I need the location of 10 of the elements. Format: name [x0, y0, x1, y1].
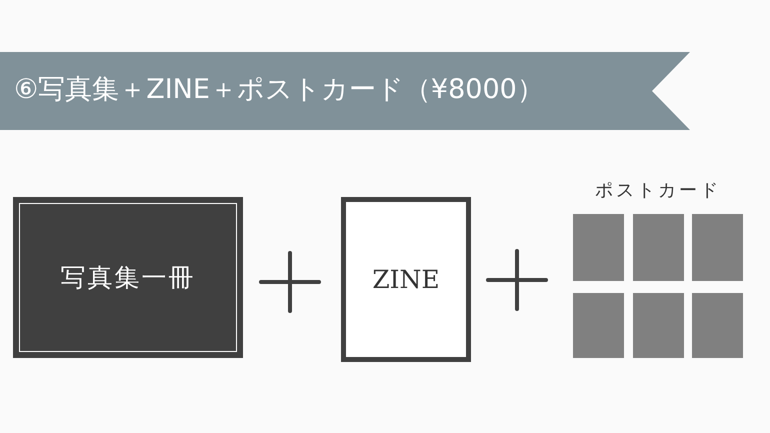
- heading: ポストカード: [594, 179, 722, 202]
- zine-box: ZINE: [341, 197, 471, 362]
- photobook-box: 写真集一冊: [13, 197, 243, 358]
- postcard: [692, 293, 743, 358]
- title: ⑥写真集＋ZINE＋ポストカード（¥8000）: [14, 73, 544, 107]
- postcard: [573, 293, 624, 358]
- postcard: [633, 214, 684, 281]
- postcard: [633, 293, 684, 358]
- postcard: [573, 214, 624, 281]
- postcard: [692, 214, 743, 281]
